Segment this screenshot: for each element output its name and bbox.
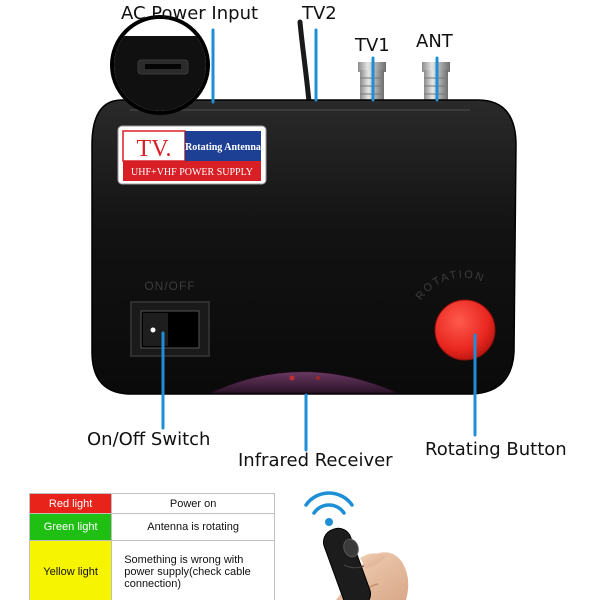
ac-power-input-label: AC Power Input (121, 3, 259, 24)
ac-power-inset (110, 15, 210, 115)
legend-meaning-yellow: Something is wrong with power supply(che… (111, 540, 275, 600)
rotating-antenna-text: Rotating Antenna (185, 142, 261, 153)
ant-label: ANT (416, 31, 453, 52)
rotation-button (434, 299, 496, 361)
legend-row-yellow: Yellow light Something is wrong with pow… (28, 540, 275, 600)
brand-badge: TV. Rotating Antenna UHF+VHF POWER SUPPL… (117, 125, 267, 185)
tv2-label: TV2 (302, 3, 337, 24)
onoff-panel-label: ON/OFF (144, 279, 195, 293)
legend-row-green: Green light Antenna is rotating (28, 513, 275, 541)
wifi-signal-icon (304, 491, 354, 526)
onoff-switch-label: On/Off Switch (87, 429, 211, 450)
leader-lines (161, 28, 477, 452)
legend-meaning-red: Power on (111, 493, 275, 514)
power-supply-text: UHF+VHF POWER SUPPLY (131, 167, 253, 178)
legend-swatch-red: Red light (28, 493, 113, 514)
legend-meaning-green: Antenna is rotating (111, 513, 275, 541)
power-switch (130, 301, 210, 357)
remote-control (322, 527, 409, 600)
legend-row-red: Red light Power on (28, 493, 275, 514)
legend-swatch-yellow: Yellow light (28, 540, 113, 600)
infrared-receiver-label: Infrared Receiver (238, 450, 393, 471)
infrared-window (209, 371, 399, 394)
brand-tv-text: TV. (137, 136, 172, 162)
tv1-label: TV1 (355, 35, 390, 56)
tv2-cable (297, 19, 312, 105)
light-status-legend: Red light Power on Green light Antenna i… (28, 493, 275, 600)
rotating-button-label: Rotating Button (425, 439, 567, 460)
legend-swatch-green: Green light (28, 513, 113, 541)
